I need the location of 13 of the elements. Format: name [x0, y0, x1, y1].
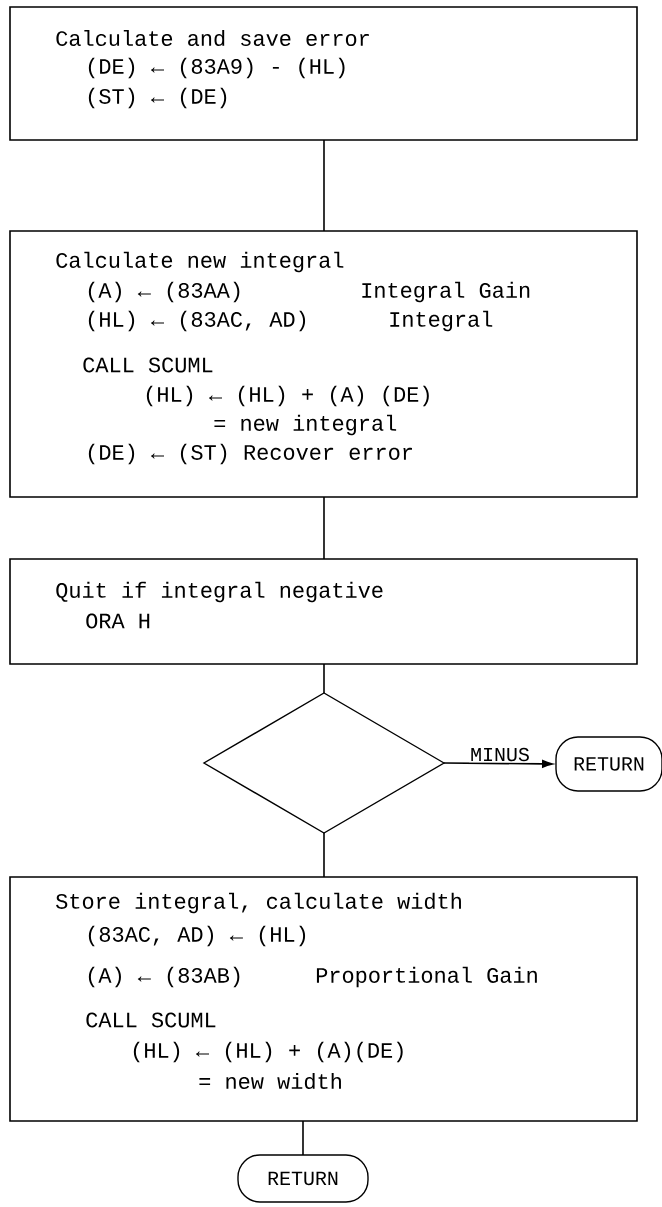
- connector-line: [323, 832, 325, 878]
- connector-line: [323, 496, 325, 560]
- process-box: Store integral, calculate width (83AC, AD) ← (HL) (A) ← (83AB) Proportional Gain CALL SCUML (HL) ← (HL) + (A)(DE) = new width: [9, 876, 638, 1122]
- terminal-box: RETURN: [555, 736, 662, 792]
- edge-label: MINUS: [469, 746, 531, 763]
- process-box: Quit if integral negative ORA H: [9, 558, 638, 665]
- connector-line: [443, 759, 553, 768]
- process-box: Calculate and save error (DE) ← (83A9) - (HL) (ST) ← (DE): [9, 6, 638, 141]
- connector-line: [302, 1120, 304, 1156]
- connector-line: [323, 139, 325, 232]
- connector-line: [323, 663, 325, 694]
- process-box: Calculate new integral (A) ← (83AA) Integral Gain (HL) ← (83AC, AD) Integral CALL SCUML (HL) ← (HL) + (A) (DE) = new integral (DE) ← (ST) Recover error: [9, 230, 638, 498]
- terminal-box: RETURN: [237, 1154, 369, 1203]
